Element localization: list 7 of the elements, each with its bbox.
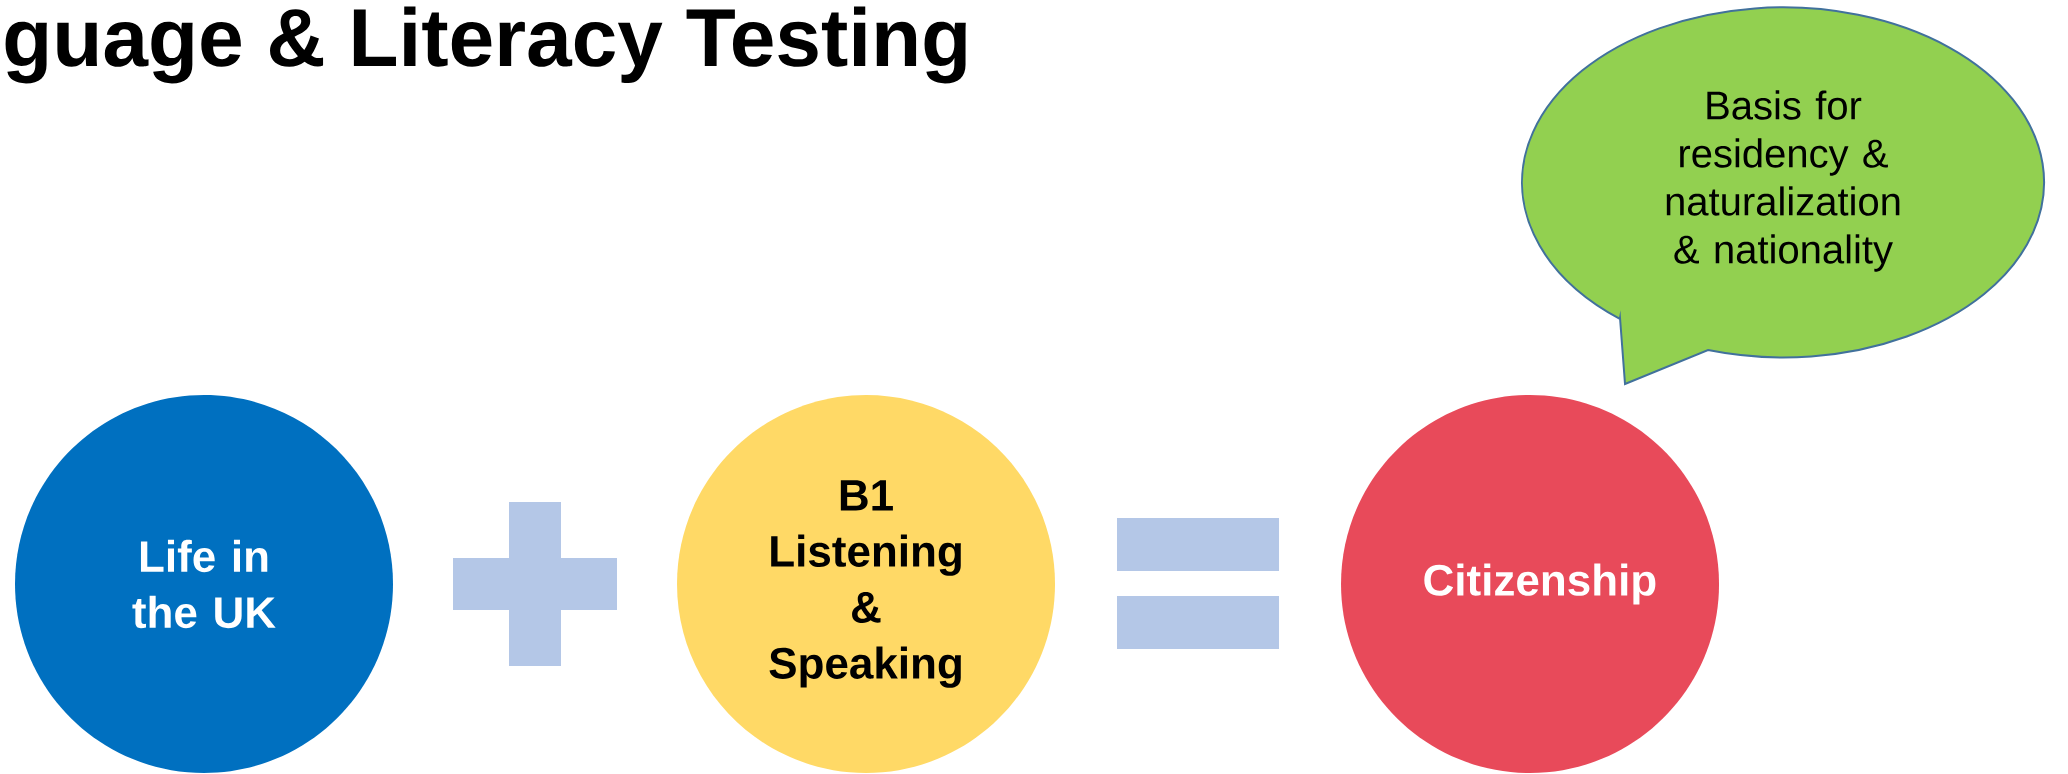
circle-node: B1 Listening & Speaking [677,395,1055,773]
speech-bubble: Basis for residency & naturalization & nationality [1521,6,2045,385]
circle-node: Citizenship [1341,395,1719,773]
plus-sign [453,502,617,666]
circle-node: Life in the UK [15,395,393,773]
equals-sign [1117,518,1279,649]
title: guage & Literacy Testing [5,6,966,84]
